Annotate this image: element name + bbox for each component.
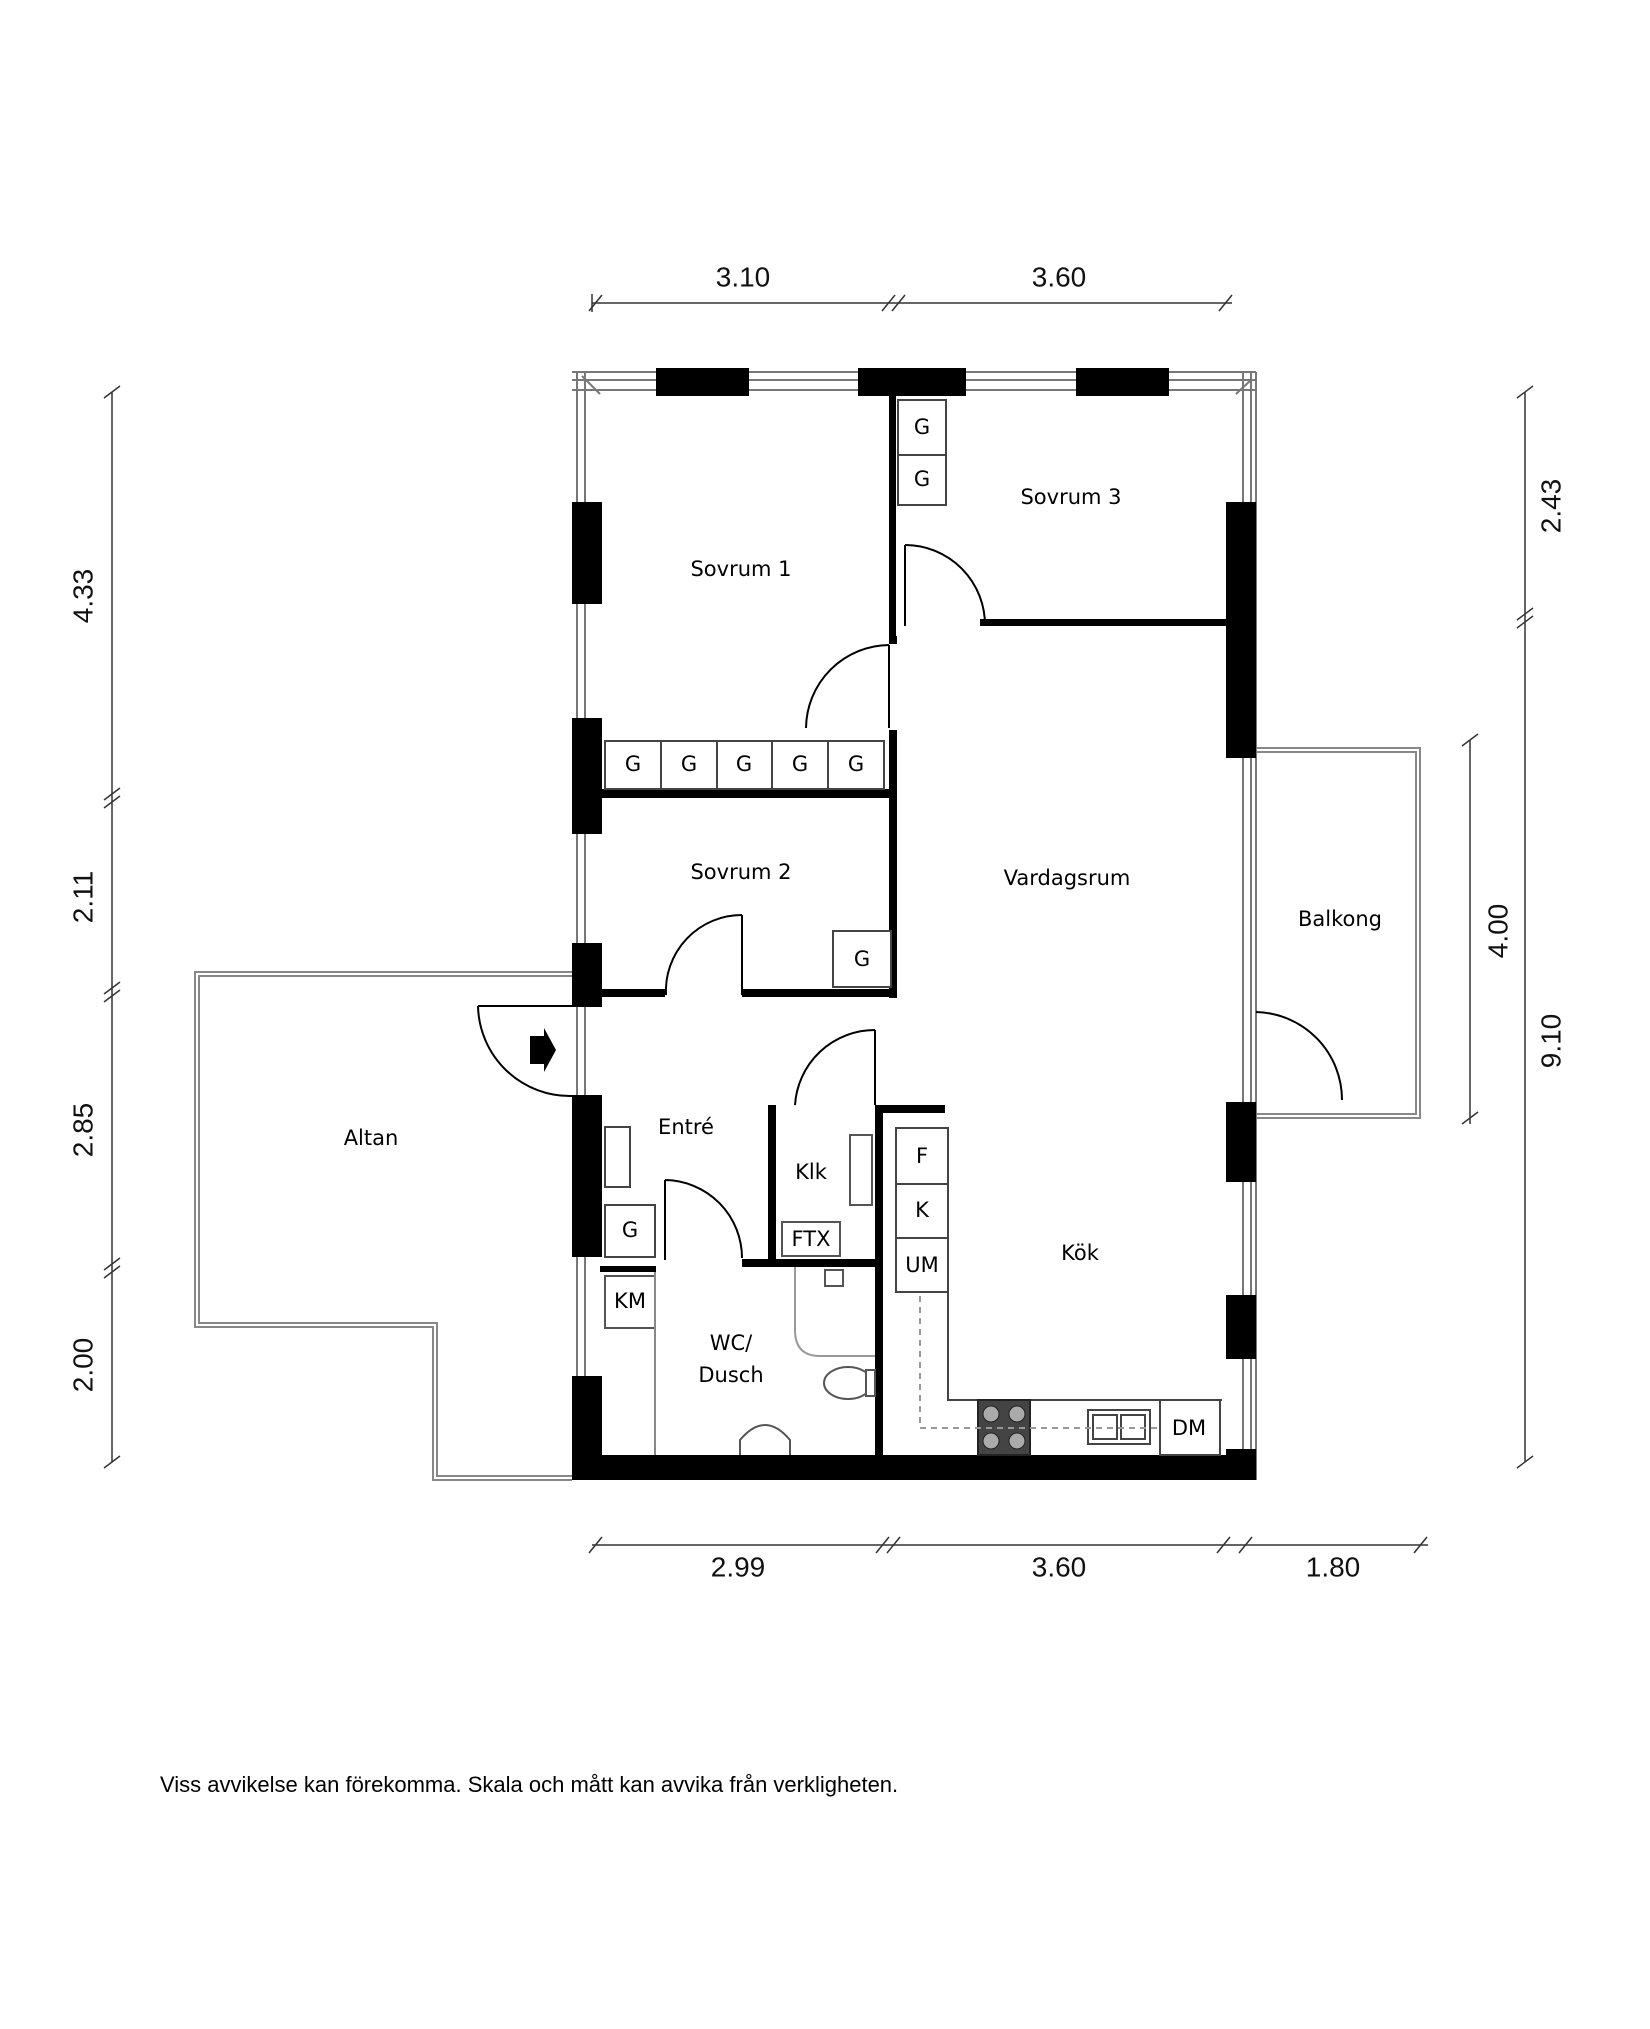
dim-left-4: 2.00 xyxy=(67,1338,98,1393)
microwave-label: UM xyxy=(905,1253,939,1277)
windows xyxy=(572,371,1257,1480)
disclaimer-text: Viss avvikelse kan förekomma. Skala och … xyxy=(160,1772,899,1797)
terrace-outlines xyxy=(194,747,1421,1481)
dim-top-left: 3.10 xyxy=(716,261,771,292)
wardrobe-label: G xyxy=(736,752,752,776)
doors xyxy=(477,544,1343,1260)
hob-burners xyxy=(982,1405,1026,1450)
kitchen-fixtures xyxy=(895,1127,1222,1456)
wardrobe-labels: G G G G G G G G G xyxy=(622,415,930,1242)
bath-fixtures xyxy=(604,1134,876,1455)
dim-left-3: 2.85 xyxy=(67,1103,98,1158)
dim-left-2: 2.11 xyxy=(67,871,98,923)
room-sovrum-1: Sovrum 1 xyxy=(690,557,791,581)
dim-top-right: 3.60 xyxy=(1032,261,1087,292)
room-wc-line1: WC/ xyxy=(710,1331,753,1355)
altan-outline-inner xyxy=(198,975,572,1477)
wardrobe-label: G xyxy=(854,947,870,971)
dim-right-total: 9.10 xyxy=(1535,1014,1566,1069)
room-altan: Altan xyxy=(344,1126,399,1150)
washer-label: KM xyxy=(614,1289,646,1313)
wardrobe-label: G xyxy=(792,752,808,776)
dimension-labels: 3.10 3.60 2.99 3.60 1.80 4.33 2.11 2.85 … xyxy=(67,261,1566,1582)
room-labels: Sovrum 1 Sovrum 3 Sovrum 2 Vardagsrum Ba… xyxy=(344,485,1382,1387)
walls xyxy=(572,394,1256,1480)
outer-wall-piers xyxy=(572,368,1256,1480)
dim-left-1: 4.33 xyxy=(67,569,98,624)
freezer-label: K xyxy=(915,1198,930,1222)
room-sovrum-2: Sovrum 2 xyxy=(690,860,791,884)
wardrobe-label: G xyxy=(625,752,641,776)
room-sovrum-3: Sovrum 3 xyxy=(1020,485,1121,509)
entrance-arrow-icon xyxy=(530,1028,556,1072)
room-klk: Klk xyxy=(795,1160,828,1184)
room-balkong: Balkong xyxy=(1298,907,1382,931)
dim-right-balkong: 4.00 xyxy=(1482,904,1513,959)
altan-outline xyxy=(194,971,572,1481)
dim-bottom-middle: 3.60 xyxy=(1032,1551,1087,1582)
wardrobe-label: G xyxy=(914,415,930,439)
room-kok: Kök xyxy=(1061,1241,1100,1265)
room-wc-line2: Dusch xyxy=(698,1363,763,1387)
dishwasher-label: DM xyxy=(1172,1416,1206,1440)
dim-bottom-right: 1.80 xyxy=(1306,1551,1361,1582)
wardrobe-label: G xyxy=(914,467,930,491)
wardrobes xyxy=(604,399,947,1258)
balkong-outline xyxy=(1256,747,1421,1119)
balkong-outline-inner xyxy=(1256,751,1417,1115)
fridge-label: F xyxy=(916,1144,928,1168)
dim-bottom-left: 2.99 xyxy=(711,1551,766,1582)
dimension-lines xyxy=(103,294,1534,1554)
wardrobe-label: G xyxy=(622,1218,638,1242)
wardrobe-label: G xyxy=(848,752,864,776)
room-vardagsrum: Vardagsrum xyxy=(1004,866,1131,890)
wardrobe-label: G xyxy=(681,752,697,776)
ftx-label: FTX xyxy=(792,1227,831,1251)
dim-right-top: 2.43 xyxy=(1535,479,1566,534)
room-entre: Entré xyxy=(658,1115,714,1139)
